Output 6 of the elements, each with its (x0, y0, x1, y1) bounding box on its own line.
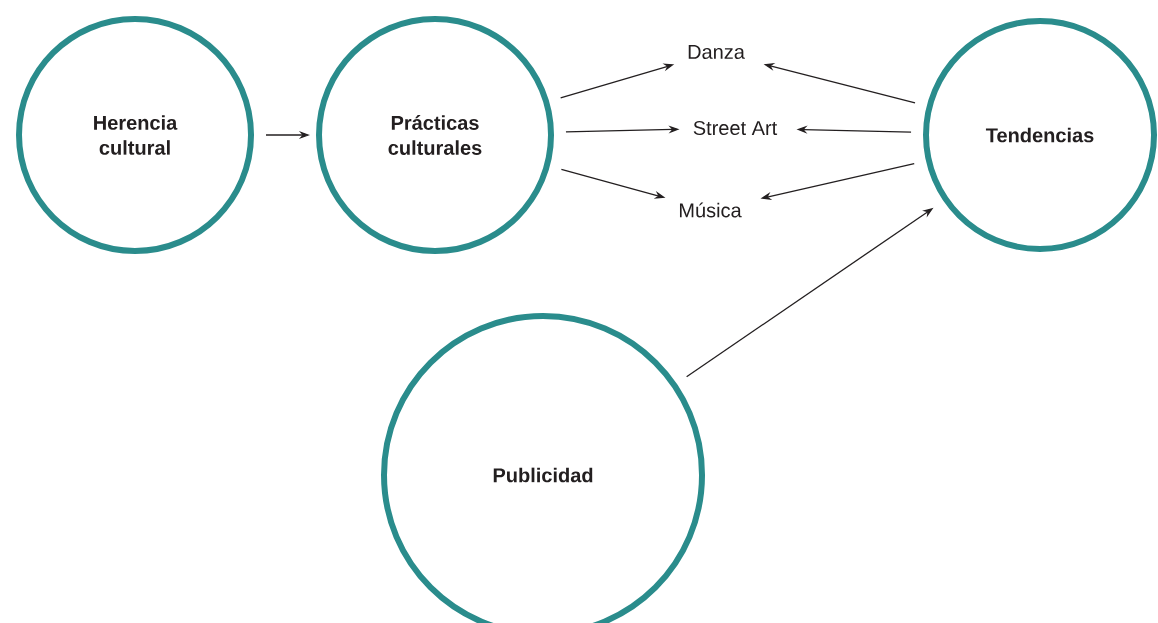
topic-label: Danza (688, 45, 745, 59)
circle-node: Herencia cultural (16, 16, 254, 254)
topic-label: Música (680, 202, 742, 218)
circle-node: Prácticas culturales (316, 16, 554, 254)
circle-node: Tendencias (923, 18, 1157, 252)
topic-label: Street Art (693, 120, 778, 136)
